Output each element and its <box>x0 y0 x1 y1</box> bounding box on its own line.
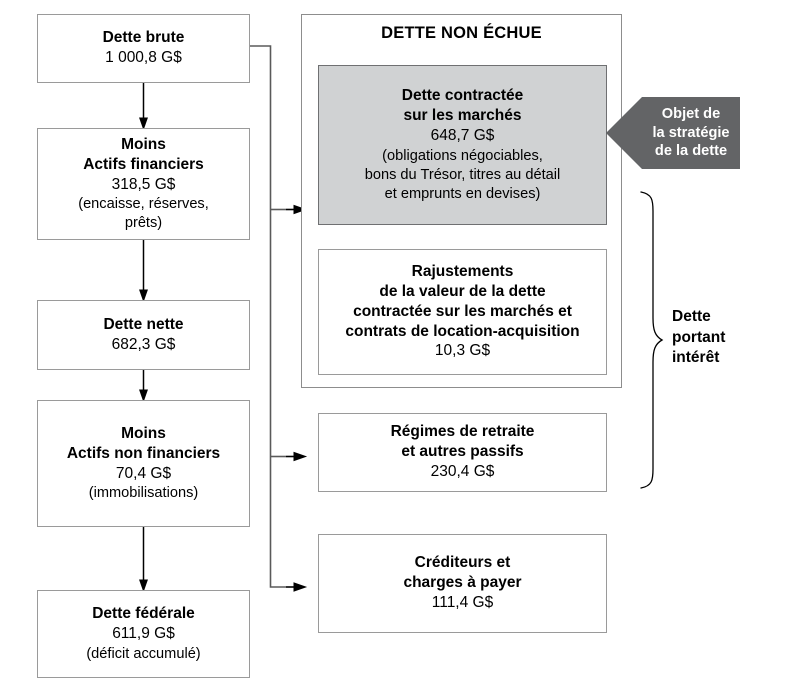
box-title: Créditeurs et charges à payer <box>403 554 522 592</box>
box-amount: 611,9 G$ <box>112 625 175 643</box>
box-accounts-payable: Créditeurs et charges à payer 111,4 G$ <box>318 534 607 633</box>
box-valuation-adjustments: Rajustements de la valeur de la dette co… <box>318 249 607 375</box>
box-amount: 10,3 G$ <box>434 342 491 360</box>
box-amount: 648,7 G$ <box>430 127 495 145</box>
box-federal-debt: Dette fédérale 611,9 G$ (déficit accumul… <box>37 590 250 678</box>
box-title: Rajustements de la valeur de la dette co… <box>345 263 580 340</box>
box-net-debt: Dette nette 682,3 G$ <box>37 300 250 370</box>
box-title: Moins Actifs non financiers <box>66 424 221 462</box>
box-amount: 230,4 G$ <box>430 463 495 481</box>
box-note: (déficit accumulé) <box>86 645 201 662</box>
box-title: Dette nette <box>103 315 184 333</box>
box-note: (encaisse, réserves, prêts) <box>78 196 209 232</box>
interest-bearing-debt-label: Dette portant intérêt <box>672 308 726 367</box>
box-title: Régimes de retraite et autres passifs <box>390 423 535 461</box>
box-less-financial-assets: Moins Actifs financiers 318,5 G$ (encais… <box>37 128 250 240</box>
box-title: Dette contractée sur les marchés <box>401 87 524 125</box>
box-title: Dette brute <box>102 29 185 47</box>
box-amount: 111,4 G$ <box>431 594 494 612</box>
box-gross-debt: Dette brute 1 000,8 G$ <box>37 14 250 83</box>
box-pensions-other-liabilities: Régimes de retraite et autres passifs 23… <box>318 413 607 492</box>
box-amount: 1 000,8 G$ <box>105 49 182 67</box>
box-note: (obligations négociables, bons du Trésor… <box>364 147 561 202</box>
box-amount: 318,5 G$ <box>111 175 176 193</box>
box-title: Dette fédérale <box>92 605 195 623</box>
box-note: (immobilisations) <box>88 485 199 502</box>
box-market-debt: Dette contractée sur les marchés 648,7 G… <box>318 65 607 225</box>
box-less-non-financial-assets: Moins Actifs non financiers 70,4 G$ (imm… <box>37 400 250 527</box>
debt-strategy-callout: Objet de la stratégie de la dette <box>652 105 730 160</box>
box-title: Moins Actifs financiers <box>83 135 204 173</box>
box-amount: 682,3 G$ <box>111 335 176 353</box>
box-amount: 70,4 G$ <box>115 464 172 482</box>
container-title: DETTE NON ÉCHUE <box>381 24 542 42</box>
